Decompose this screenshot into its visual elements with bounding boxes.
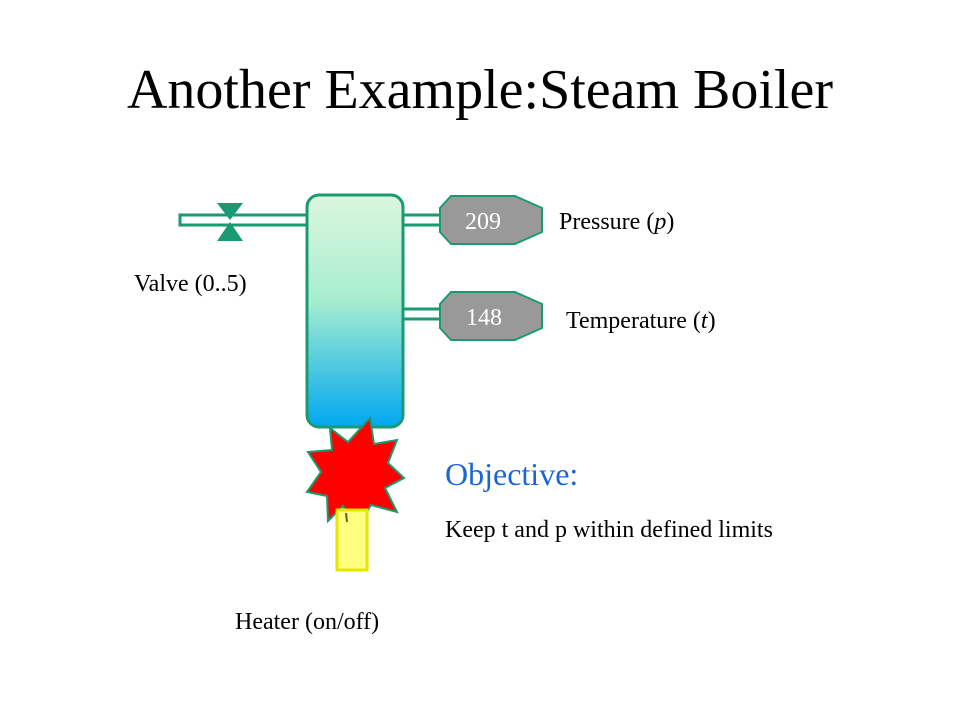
boiler-vessel (305, 193, 405, 429)
heater-label: Heater (on/off) (235, 609, 380, 635)
objective-heading: Objective: (445, 456, 579, 492)
pressure-gauge: 209 (439, 195, 543, 245)
temperature-value: 148 (466, 305, 502, 331)
pressure-pipe (400, 213, 446, 227)
pressure-value: 209 (465, 209, 501, 235)
temperature-pipe (400, 307, 446, 321)
pressure-label: Pressure (p) (559, 209, 675, 235)
valve-pipe (178, 213, 310, 227)
heater-block[interactable] (335, 508, 369, 572)
objective-text: Keep t and p within defined limits (445, 517, 773, 543)
temperature-label: Temperature (t) (566, 308, 716, 334)
valve-label: Valve (0..5) (134, 271, 247, 297)
flame-icon (305, 415, 406, 530)
valve-icon[interactable] (217, 203, 243, 241)
temperature-gauge: 148 (439, 291, 543, 341)
slide-title: Another Example:Steam Boiler (126, 59, 834, 121)
